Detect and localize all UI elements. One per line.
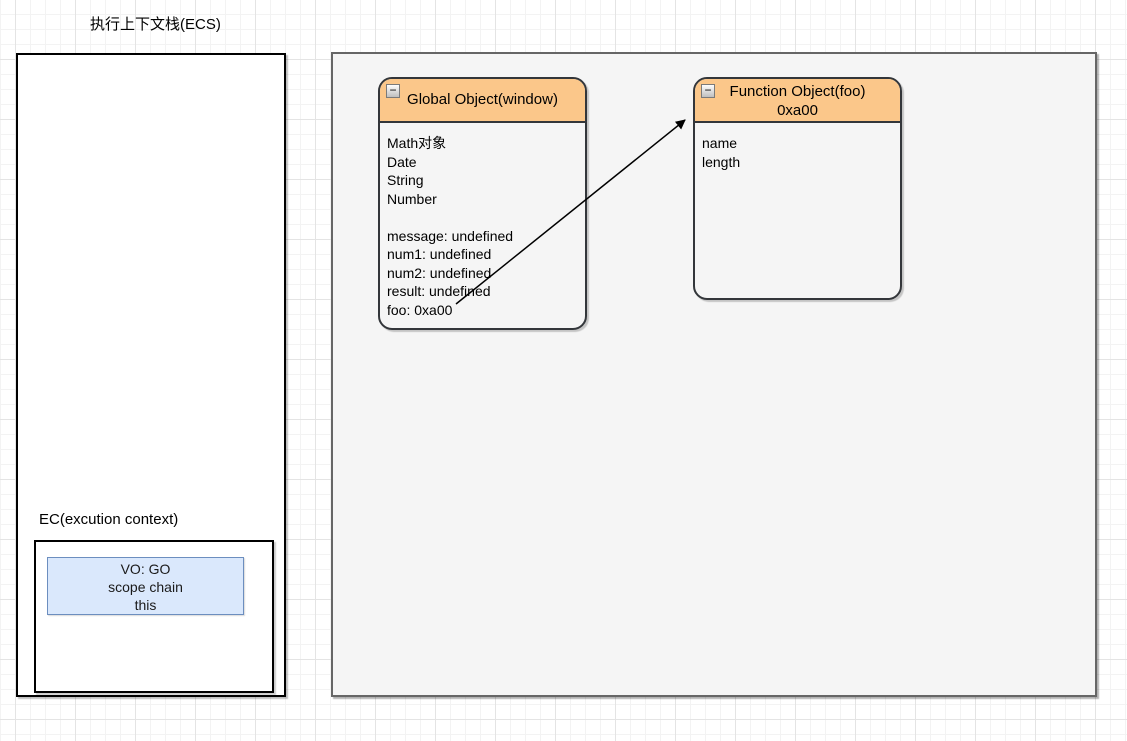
function-object-title: Function Object(foo) [729,83,866,100]
property-line: name [702,135,738,151]
builtin-line: Math对象 [387,135,447,151]
vo-line: VO: GO [120,561,171,577]
vo-box[interactable]: VO: GO scope chain this [47,557,244,615]
function-object-header: − Function Object(foo) 0xa00 [695,79,900,123]
property-line: length [702,153,741,170]
global-object-header: − Global Object(window) [380,79,585,123]
diagram-title: 执行上下文栈(ECS) [90,16,221,33]
heap-container[interactable]: − Global Object(window) Math对象 Date Stri… [331,52,1097,697]
collapse-icon[interactable]: − [386,84,400,98]
variable-line: message: undefined [387,227,514,244]
vo-line: this [134,597,157,613]
global-object-box[interactable]: − Global Object(window) Math对象 Date Stri… [378,77,587,330]
collapse-icon[interactable]: − [701,84,715,98]
builtin-line: String [387,172,424,188]
variable-line: result: undefined [387,283,491,299]
global-object-title: Global Object(window) [407,91,558,108]
function-object-body: name length [695,123,900,171]
function-object-address: 0xa00 [777,102,818,119]
ec-label: EC(excution context) [39,511,179,528]
global-object-body: Math对象 Date String Number message: undef… [380,123,585,319]
builtin-line: Number [387,190,437,207]
variable-line: num1: undefined [387,246,492,262]
variable-line: num2: undefined [387,264,492,281]
builtin-line: Date [387,153,417,170]
blank-line [387,208,578,227]
vo-line: scope chain [108,579,183,595]
ecs-stack-container[interactable]: EC(excution context) VO: GO scope chain … [16,53,286,697]
function-object-box[interactable]: − Function Object(foo) 0xa00 name length [693,77,902,300]
variable-line: foo: 0xa00 [387,301,453,318]
ec-frame[interactable]: VO: GO scope chain this [34,540,274,693]
